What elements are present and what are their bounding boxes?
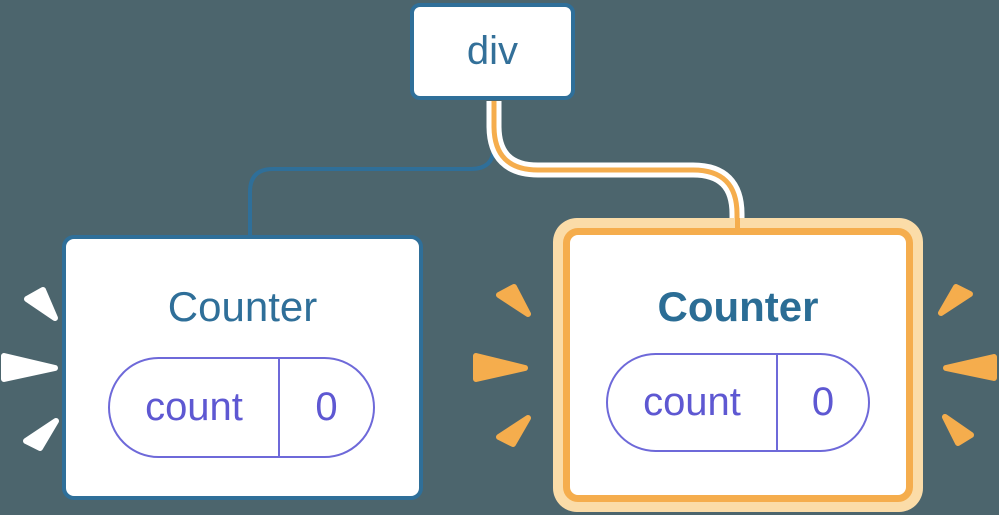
burst-mark-middle — [1, 353, 58, 382]
state-value: 0 — [315, 385, 338, 429]
burst-marks-left-card — [1, 287, 59, 451]
edge-core-stub — [734, 218, 740, 234]
state-key: count — [110, 359, 280, 456]
root-node-label: div — [466, 29, 519, 73]
right-state-pill: count 0 — [606, 353, 870, 452]
burst-mark-middle — [473, 353, 528, 382]
state-key: count — [608, 355, 778, 450]
burst-marks-right-card-left — [473, 284, 531, 447]
burst-mark-bottom — [23, 418, 59, 451]
root-node: div — [410, 3, 575, 100]
edge-to-left-counter — [248, 101, 496, 237]
state-value: 0 — [811, 380, 835, 424]
edge-to-right-counter-casing — [486, 101, 745, 222]
burst-marks-right-card-right — [938, 284, 997, 446]
burst-mark-top — [496, 284, 531, 317]
edge-to-right-counter — [491, 101, 740, 222]
burst-mark-bottom — [496, 415, 531, 447]
burst-mark-top — [938, 284, 973, 316]
left-state-pill: count 0 — [108, 357, 375, 458]
left-counter-title: Counter — [167, 283, 318, 330]
burst-mark-middle — [943, 354, 997, 381]
right-counter-title: Counter — [657, 283, 819, 330]
burst-mark-bottom — [942, 414, 974, 446]
burst-mark-top — [24, 287, 58, 321]
